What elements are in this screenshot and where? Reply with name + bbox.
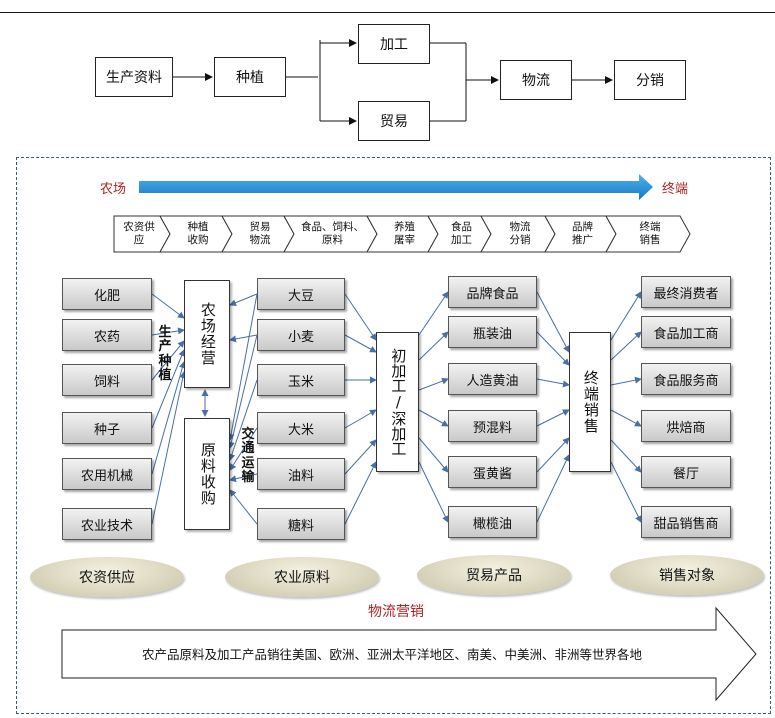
export-arrow <box>61 606 757 702</box>
farm-operations-box: 农场经营 <box>184 280 230 388</box>
chain-step-label: 食品加工 <box>451 220 472 246</box>
farm-to-terminal-arrow <box>139 174 653 200</box>
logistics-marketing-label: 物流营销 <box>368 604 424 620</box>
category-sales-targets: 销售对象 <box>610 555 764 595</box>
sales-target-item: 餐厅 <box>641 456 731 488</box>
chain-step-label: 食品、饲料、原料 <box>301 220 364 246</box>
chain-step-chevron <box>605 215 691 253</box>
supply-item: 农业技术 <box>62 508 152 540</box>
sales-target-item: 甜品销售商 <box>641 506 731 538</box>
terminal-sales-box: 终端销售 <box>569 332 611 472</box>
trade-product-item: 蛋黄酱 <box>448 456 537 488</box>
sales-target-item: 食品服务商 <box>641 363 731 395</box>
terminal-label: 终端 <box>662 182 689 197</box>
supply-item: 饲料 <box>62 364 152 396</box>
sales-target-item: 最终消费者 <box>641 276 731 308</box>
terminal-sales-text: 终端销售 <box>581 370 600 434</box>
flow-box-trade: 贸易 <box>358 101 430 141</box>
flow-box-production-materials: 生产资料 <box>95 57 173 97</box>
farm-operations-text: 农场经营 <box>198 302 217 366</box>
chain-step-label: 物流分销 <box>509 220 531 246</box>
trade-product-item: 预混料 <box>448 410 537 442</box>
processing-box: 初加工/深加工 <box>376 332 419 472</box>
flow-box-logistics: 物流 <box>500 60 572 100</box>
supply-item: 化肥 <box>62 278 152 310</box>
sales-target-item: 烘焙商 <box>641 410 731 442</box>
sales-target-item: 食品加工商 <box>641 316 731 348</box>
top-rule <box>0 12 775 13</box>
flow-box-processing: 加工 <box>358 24 430 64</box>
flow-box-distribution: 分销 <box>614 60 686 100</box>
chain-step-label: 品牌推广 <box>572 220 593 246</box>
top-flow-arrows <box>173 39 613 125</box>
export-note: 农产品原料及加工产品销往美国、欧洲、亚洲太平洋地区、南美、中美洲、非洲等世界各地 <box>141 647 642 662</box>
farm-label: 农场 <box>100 182 127 197</box>
chain-step-label: 终端销售 <box>639 220 661 246</box>
planting-label: 生产种植 <box>158 325 172 383</box>
raw-material-item: 大米 <box>257 412 345 444</box>
value-chain-frame <box>16 157 771 714</box>
trade-product-item: 品牌食品 <box>448 276 537 308</box>
chain-step-label: 贸易物流 <box>249 220 271 246</box>
supply-item: 农药 <box>62 319 152 351</box>
category-agri-raw: 农业原料 <box>225 557 379 597</box>
chain-step-label: 农资供应 <box>123 220 155 246</box>
trade-product-item: 橄榄油 <box>448 506 537 538</box>
transport-label: 交通运输 <box>241 427 255 485</box>
supply-item: 种子 <box>62 412 152 444</box>
flow-box-planting: 种植 <box>214 57 286 97</box>
category-agri-supply: 农资供应 <box>30 557 184 597</box>
trade-product-item: 人造黄油 <box>448 363 537 395</box>
raw-material-item: 玉米 <box>257 364 345 396</box>
processing-text: 初加工/深加工 <box>389 348 408 456</box>
chain-step-label: 养殖屠宰 <box>394 220 415 246</box>
raw-material-item: 小麦 <box>257 319 345 351</box>
raw-material-item: 糖料 <box>257 508 345 540</box>
chain-step-label: 种植收购 <box>187 220 209 246</box>
raw-material-item: 油料 <box>257 458 345 490</box>
raw-purchase-text: 原料收购 <box>198 442 217 506</box>
category-trade-products: 贸易产品 <box>417 555 571 595</box>
raw-purchase-box: 原料收购 <box>184 418 230 530</box>
supply-item: 农用机械 <box>62 458 152 490</box>
raw-material-item: 大豆 <box>257 278 345 310</box>
trade-product-item: 瓶装油 <box>448 316 537 348</box>
connectors <box>151 291 642 525</box>
chain-step-chevrons <box>113 215 691 253</box>
